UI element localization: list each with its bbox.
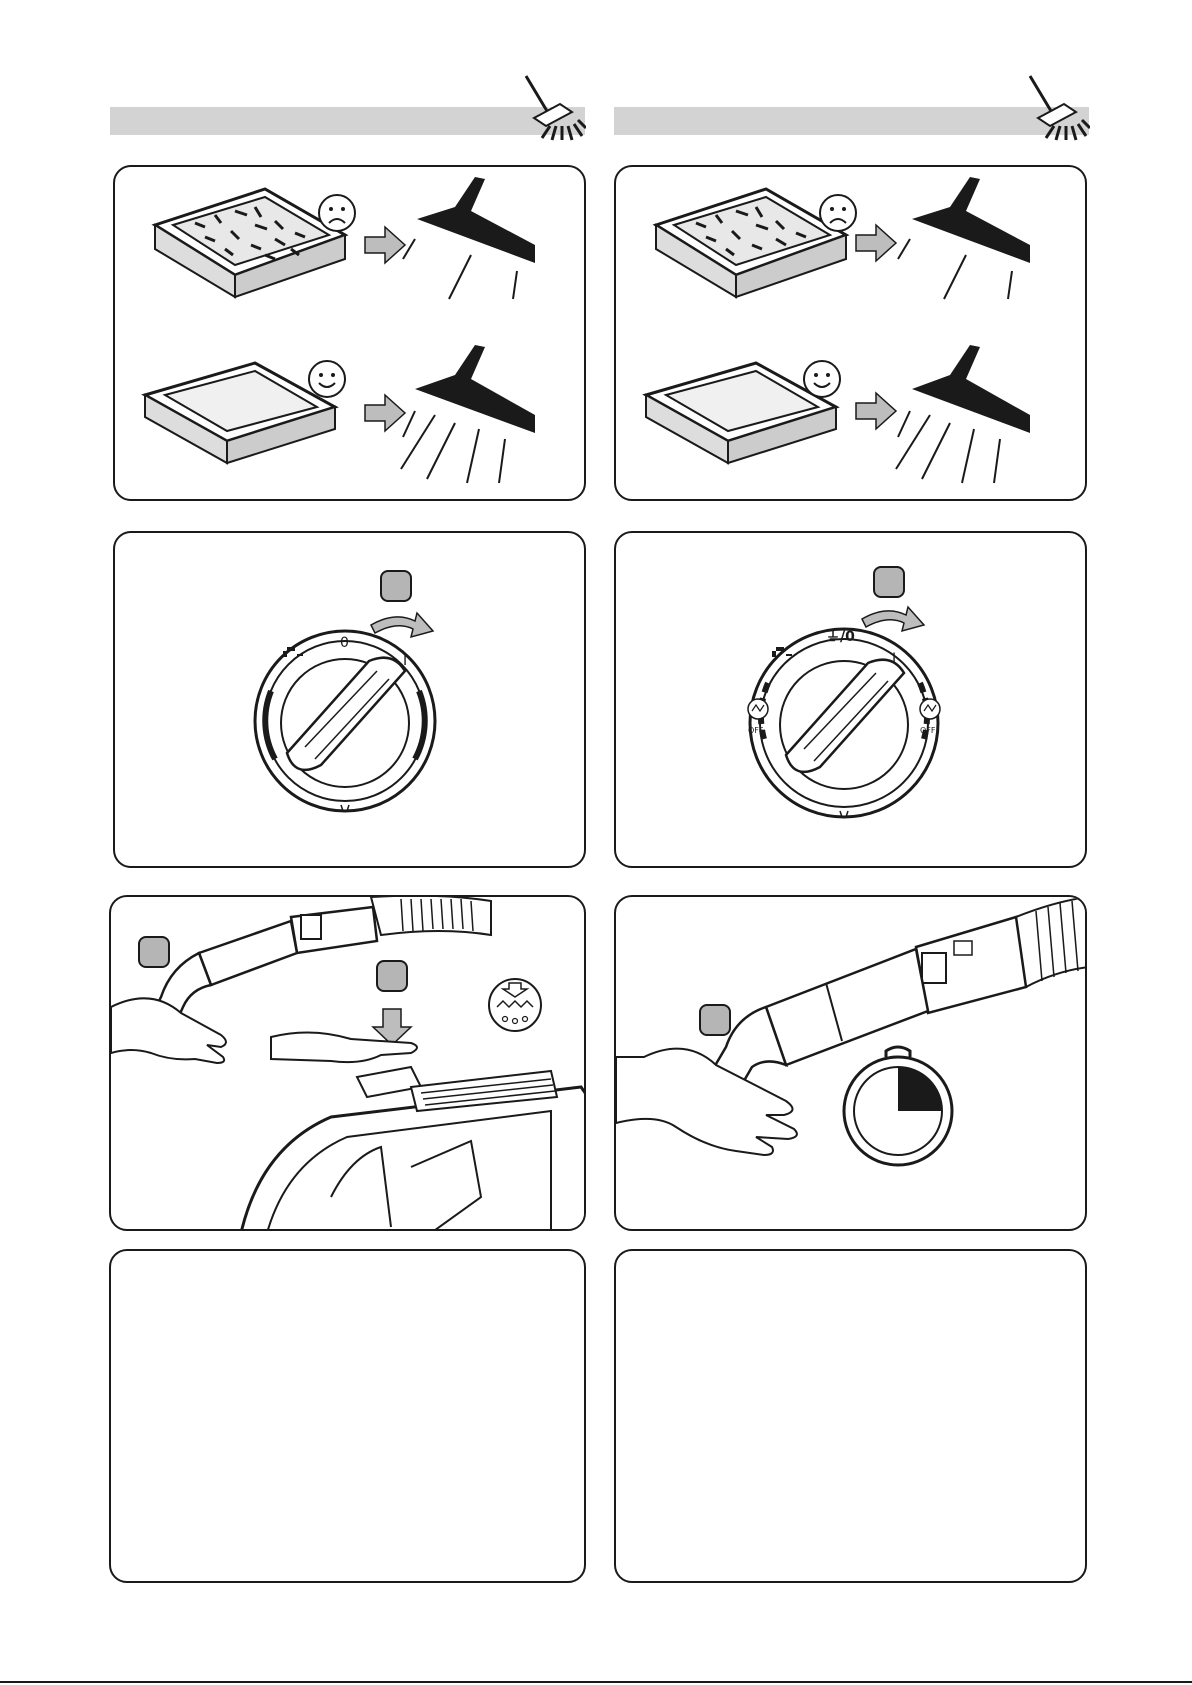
filter-comparison-panel-right — [614, 165, 1087, 501]
off-label-left: OFF — [748, 726, 764, 735]
dial-knob-icon — [750, 629, 938, 817]
vacuum-nozzle-icon — [1024, 72, 1090, 142]
vacuum-body-icon — [241, 1067, 586, 1231]
blank-panel-right — [614, 1249, 1087, 1583]
sad-face-icon — [319, 195, 355, 231]
power-dial-panel-left: 0 I — [113, 531, 586, 868]
gray-arrow-icon — [856, 225, 896, 261]
nozzle-strong-suction-icon — [896, 345, 1030, 483]
vacuum-nozzle-icon — [520, 72, 586, 142]
hand-icon — [616, 1049, 797, 1155]
nozzle-weak-suction-icon — [403, 177, 535, 299]
left-header-bar — [110, 107, 585, 135]
step-marker-icon — [381, 571, 411, 601]
button-press-icon — [489, 979, 541, 1031]
gray-arrow-icon — [365, 227, 405, 263]
happy-face-icon — [309, 361, 345, 397]
dial-knob-icon — [255, 631, 435, 811]
power-dial-panel-right: ⏚/0 I OFF OFF — [614, 531, 1087, 868]
step-marker-icon — [139, 937, 169, 967]
rotate-arrow-icon — [862, 607, 924, 631]
bottom-rule — [0, 1681, 1192, 1683]
step-marker-icon — [874, 567, 904, 597]
clean-filter-icon — [145, 363, 335, 463]
gray-arrow-icon — [856, 393, 896, 429]
happy-face-icon — [804, 361, 840, 397]
down-arrow-icon — [373, 1009, 411, 1045]
dirty-filter-icon — [656, 189, 846, 297]
dial-label-plug-zero: ⏚/0 — [826, 629, 855, 645]
hose-timer-panel-right — [614, 895, 1087, 1231]
nozzle-strong-suction-icon — [401, 345, 535, 483]
hand-icon — [111, 998, 226, 1063]
step-marker-icon — [700, 1005, 730, 1035]
gray-arrow-icon — [365, 395, 405, 431]
blank-panel-left — [109, 1249, 586, 1583]
sad-face-icon — [820, 195, 856, 231]
step-marker-icon — [377, 961, 407, 991]
dial-label-one: I — [403, 653, 407, 669]
dirty-filter-icon — [155, 189, 345, 297]
rotate-arrow-icon — [371, 613, 433, 637]
right-header-bar — [614, 107, 1089, 135]
off-label-right: OFF — [920, 726, 936, 735]
dial-label-zero: 0 — [340, 635, 349, 651]
hose-check-panel-left — [109, 895, 586, 1231]
stopwatch-icon — [844, 1047, 952, 1165]
nozzle-weak-suction-icon — [898, 177, 1030, 299]
filter-comparison-panel-left — [113, 165, 586, 501]
dial-label-one: I — [892, 651, 896, 667]
